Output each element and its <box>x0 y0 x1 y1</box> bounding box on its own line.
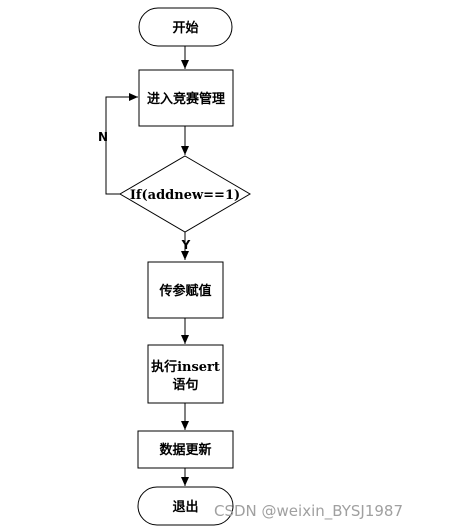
no-label: N <box>98 130 108 144</box>
assign-params-label: 传参赋值 <box>158 283 211 299</box>
decision-label: If(addnew==1) <box>130 188 240 203</box>
execute-insert-process: 执行insert 语句 <box>147 344 224 404</box>
enter-competition-process: 进入竞赛管理 <box>138 69 234 127</box>
start-terminal: 开始 <box>138 7 233 47</box>
end-label: 退出 <box>172 499 198 515</box>
execute-insert-label-line1: 执行insert <box>151 359 220 375</box>
data-update-process: 数据更新 <box>137 430 234 469</box>
assign-params-process: 传参赋值 <box>147 261 224 319</box>
watermark-text: CSDN @weixin_BYSJ1987 <box>214 502 404 520</box>
addnew-decision: If(addnew==1) <box>119 155 251 233</box>
enter-competition-label: 进入竞赛管理 <box>147 91 225 107</box>
execute-insert-label-line2: 语句 <box>172 377 198 393</box>
yes-label: Y <box>181 238 191 252</box>
edge-decision-no-loop <box>105 93 138 195</box>
data-update-label: 数据更新 <box>159 442 211 458</box>
end-terminal: 退出 <box>137 486 234 526</box>
start-label: 开始 <box>172 20 198 36</box>
